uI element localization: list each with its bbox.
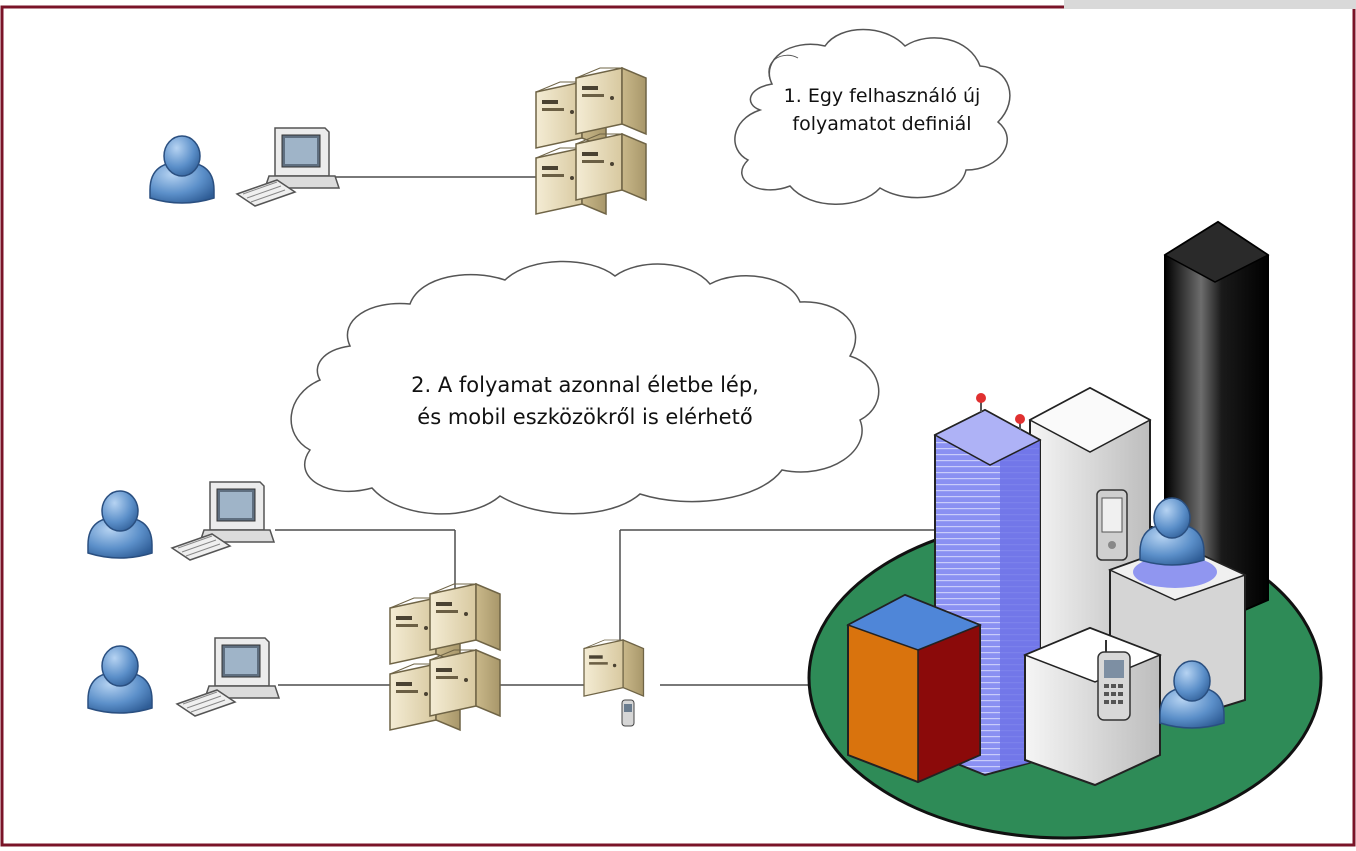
user-icon — [149, 135, 215, 204]
workstation-icon — [176, 637, 280, 717]
corner-tab — [1064, 0, 1356, 9]
mobile-phone-icon — [1097, 640, 1131, 721]
diagram-border — [0, 5, 1356, 847]
user-icon — [87, 645, 153, 714]
small-server-icon — [583, 639, 645, 727]
city-buildings-icon — [807, 220, 1323, 840]
user-icon — [87, 490, 153, 559]
cloud-callout-icon — [734, 28, 1011, 205]
cloud-callout-icon — [290, 260, 880, 515]
callout-1-line-1: 1. Egy felhasználó új — [784, 85, 981, 107]
server-cluster-icon — [390, 584, 500, 730]
pda-icon — [1096, 489, 1128, 561]
workstation-icon — [171, 481, 275, 561]
workstation-icon — [236, 127, 340, 207]
callout-1-line-2: folyamatot definiál — [792, 113, 971, 135]
callout-2-line-1: 2. A folyamat azonnal életbe lép, — [411, 373, 759, 397]
server-cluster-icon — [536, 68, 646, 214]
callout-2-line-2: és mobil eszközökről is elérhető — [417, 405, 752, 429]
